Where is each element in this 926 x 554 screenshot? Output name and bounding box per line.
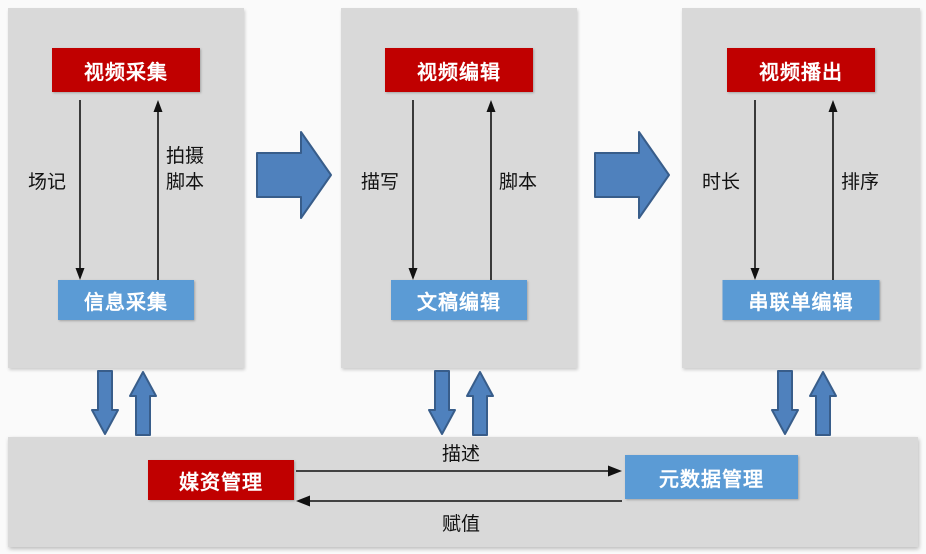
exchange-arrows-broadcast (770, 370, 838, 436)
up-thin-arrow (153, 100, 163, 280)
video-edit-box: 视频编辑 (385, 48, 533, 92)
down-arrow-label: 描写 (361, 172, 400, 193)
panel-video-edit: 视频编辑 描写 脚本 文稿编辑 (341, 8, 577, 368)
media-asset-management-box: 媒资管理 (148, 460, 294, 500)
describe-right-arrow (296, 465, 622, 477)
rundown-edit-box: 串联单编辑 (722, 280, 880, 320)
flow-right-arrow (256, 131, 332, 219)
video-capture-box: 视频采集 (52, 48, 200, 92)
assign-left-arrow (296, 495, 622, 507)
up-block-arrow (466, 371, 494, 436)
down-arrow-label: 场记 (28, 172, 67, 193)
up-thin-arrow (486, 100, 496, 280)
down-thin-arrow (750, 100, 760, 280)
panel-video-broadcast: 视频播出 时长 排序 串联单编辑 (682, 8, 920, 368)
down-block-arrow (428, 370, 456, 435)
down-thin-arrow (408, 100, 418, 280)
info-collection-box: 信息采集 (58, 280, 194, 320)
up-thin-arrow (828, 100, 838, 280)
script-edit-box: 文稿编辑 (391, 280, 527, 320)
exchange-arrows-edit (427, 370, 495, 436)
down-block-arrow (91, 370, 119, 435)
flow-right-arrow (594, 131, 670, 219)
metadata-management-box: 元数据管理 (625, 455, 798, 499)
down-thin-arrow (75, 100, 85, 280)
down-arrow-label: 时长 (702, 172, 741, 193)
up-block-arrow (129, 371, 157, 436)
up-arrow-label: 排序 (841, 172, 880, 193)
down-block-arrow (771, 370, 799, 435)
assign-arrow-label: 赋值 (441, 514, 480, 535)
up-block-arrow (809, 371, 837, 436)
up-arrow-label: 拍摄 脚本 (166, 146, 205, 193)
describe-arrow-label: 描述 (441, 444, 480, 465)
video-broadcast-box: 视频播出 (727, 48, 875, 92)
panel-video-capture: 视频采集 场记 拍摄 脚本 信息采集 (8, 8, 244, 368)
up-arrow-label: 脚本 (499, 172, 538, 193)
management-bar: 媒资管理 元数据管理 描述 赋值 (8, 437, 918, 547)
exchange-arrows-capture (90, 370, 158, 436)
